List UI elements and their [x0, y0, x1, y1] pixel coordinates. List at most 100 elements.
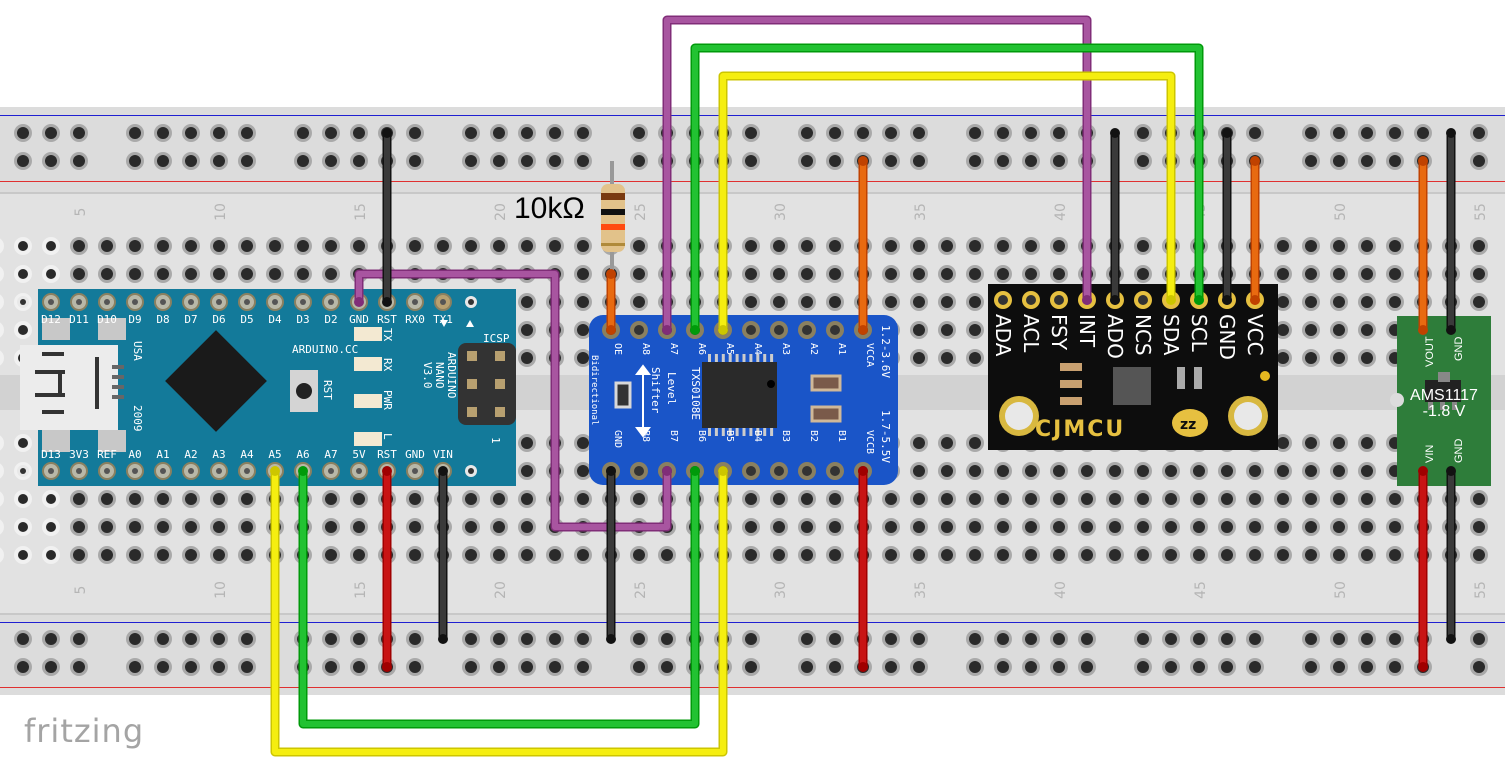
breadboard-hole[interactable]: [577, 155, 589, 167]
breadboard-hole[interactable]: [493, 549, 505, 561]
breadboard-hole[interactable]: [1361, 521, 1373, 533]
breadboard-hole[interactable]: [941, 324, 953, 336]
breadboard-hole[interactable]: [1305, 296, 1317, 308]
breadboard-hole[interactable]: [997, 521, 1009, 533]
breadboard-hole[interactable]: [1025, 661, 1037, 673]
breadboard-hole[interactable]: [45, 633, 57, 645]
wire-end[interactable]: [858, 156, 868, 166]
breadboard-hole[interactable]: [913, 437, 925, 449]
breadboard-hole[interactable]: [185, 521, 197, 533]
breadboard-hole[interactable]: [409, 127, 421, 139]
breadboard-hole[interactable]: [409, 549, 421, 561]
breadboard-hole[interactable]: [801, 268, 813, 280]
breadboard-hole[interactable]: [1333, 324, 1345, 336]
breadboard-hole[interactable]: [577, 661, 589, 673]
breadboard-hole[interactable]: [213, 661, 225, 673]
breadboard-hole[interactable]: [465, 521, 477, 533]
breadboard-hole[interactable]: [46, 550, 56, 560]
wire-end[interactable]: [1222, 128, 1232, 138]
breadboard-hole[interactable]: [465, 240, 477, 252]
breadboard-hole[interactable]: [1221, 521, 1233, 533]
breadboard-hole[interactable]: [1305, 268, 1317, 280]
breadboard-hole[interactable]: [1193, 661, 1205, 673]
breadboard-hole[interactable]: [18, 325, 28, 335]
breadboard-hole[interactable]: [1025, 633, 1037, 645]
breadboard-hole[interactable]: [1249, 493, 1261, 505]
breadboard-hole[interactable]: [521, 521, 533, 533]
breadboard-hole[interactable]: [773, 240, 785, 252]
breadboard-hole[interactable]: [577, 437, 589, 449]
breadboard-hole[interactable]: [913, 268, 925, 280]
breadboard-hole[interactable]: [1053, 155, 1065, 167]
breadboard-hole[interactable]: [745, 493, 757, 505]
breadboard-hole[interactable]: [18, 269, 28, 279]
breadboard-hole[interactable]: [493, 127, 505, 139]
breadboard-hole[interactable]: [18, 241, 28, 251]
breadboard-hole[interactable]: [1109, 493, 1121, 505]
breadboard-hole[interactable]: [1305, 240, 1317, 252]
breadboard-hole[interactable]: [577, 633, 589, 645]
breadboard-hole[interactable]: [1305, 661, 1317, 673]
wire-end[interactable]: [690, 466, 700, 476]
breadboard-hole[interactable]: [353, 127, 365, 139]
breadboard-hole[interactable]: [829, 521, 841, 533]
breadboard-hole[interactable]: [521, 352, 533, 364]
breadboard-hole[interactable]: [409, 240, 421, 252]
breadboard-hole[interactable]: [1109, 549, 1121, 561]
breadboard-hole[interactable]: [1333, 437, 1345, 449]
breadboard-hole[interactable]: [1221, 661, 1233, 673]
breadboard-hole[interactable]: [73, 240, 85, 252]
breadboard-hole[interactable]: [1025, 549, 1037, 561]
breadboard-hole[interactable]: [157, 268, 169, 280]
breadboard-hole[interactable]: [1389, 633, 1401, 645]
breadboard-hole[interactable]: [1333, 352, 1345, 364]
breadboard-hole[interactable]: [269, 240, 281, 252]
wire-end[interactable]: [1418, 325, 1428, 335]
breadboard-hole[interactable]: [1361, 661, 1373, 673]
breadboard-hole[interactable]: [157, 549, 169, 561]
wire-end[interactable]: [1110, 295, 1120, 305]
breadboard-hole[interactable]: [325, 268, 337, 280]
breadboard-hole[interactable]: [1053, 493, 1065, 505]
breadboard-hole[interactable]: [633, 493, 645, 505]
breadboard-hole[interactable]: [1137, 493, 1149, 505]
breadboard-hole[interactable]: [1277, 296, 1289, 308]
breadboard-hole[interactable]: [1053, 549, 1065, 561]
breadboard-hole[interactable]: [1053, 268, 1065, 280]
breadboard-hole[interactable]: [269, 268, 281, 280]
breadboard-hole[interactable]: [1305, 549, 1317, 561]
breadboard-hole[interactable]: [1333, 521, 1345, 533]
breadboard-hole[interactable]: [885, 549, 897, 561]
breadboard-hole[interactable]: [1305, 437, 1317, 449]
breadboard-hole[interactable]: [1389, 661, 1401, 673]
breadboard-hole[interactable]: [46, 494, 56, 504]
breadboard-hole[interactable]: [969, 633, 981, 645]
breadboard-hole[interactable]: [745, 240, 757, 252]
wire-end[interactable]: [718, 466, 728, 476]
breadboard-hole[interactable]: [1193, 549, 1205, 561]
breadboard-hole[interactable]: [1361, 324, 1373, 336]
breadboard-hole[interactable]: [1473, 661, 1485, 673]
breadboard-hole[interactable]: [1081, 465, 1093, 477]
breadboard-hole[interactable]: [969, 549, 981, 561]
breadboard-hole[interactable]: [17, 127, 29, 139]
breadboard-hole[interactable]: [493, 521, 505, 533]
breadboard-hole[interactable]: [969, 352, 981, 364]
breadboard-hole[interactable]: [18, 522, 28, 532]
breadboard-hole[interactable]: [157, 521, 169, 533]
breadboard-hole[interactable]: [997, 661, 1009, 673]
breadboard-hole[interactable]: [997, 549, 1009, 561]
breadboard-hole[interactable]: [885, 296, 897, 308]
breadboard-hole[interactable]: [241, 155, 253, 167]
breadboard-hole[interactable]: [577, 240, 589, 252]
breadboard-hole[interactable]: [1333, 633, 1345, 645]
breadboard-hole[interactable]: [1473, 633, 1485, 645]
breadboard-hole[interactable]: [941, 268, 953, 280]
breadboard-hole[interactable]: [437, 240, 449, 252]
breadboard-hole[interactable]: [661, 661, 673, 673]
breadboard-hole[interactable]: [18, 438, 28, 448]
breadboard-hole[interactable]: [1249, 127, 1261, 139]
breadboard-hole[interactable]: [997, 240, 1009, 252]
breadboard-hole[interactable]: [801, 521, 813, 533]
breadboard-hole[interactable]: [101, 549, 113, 561]
